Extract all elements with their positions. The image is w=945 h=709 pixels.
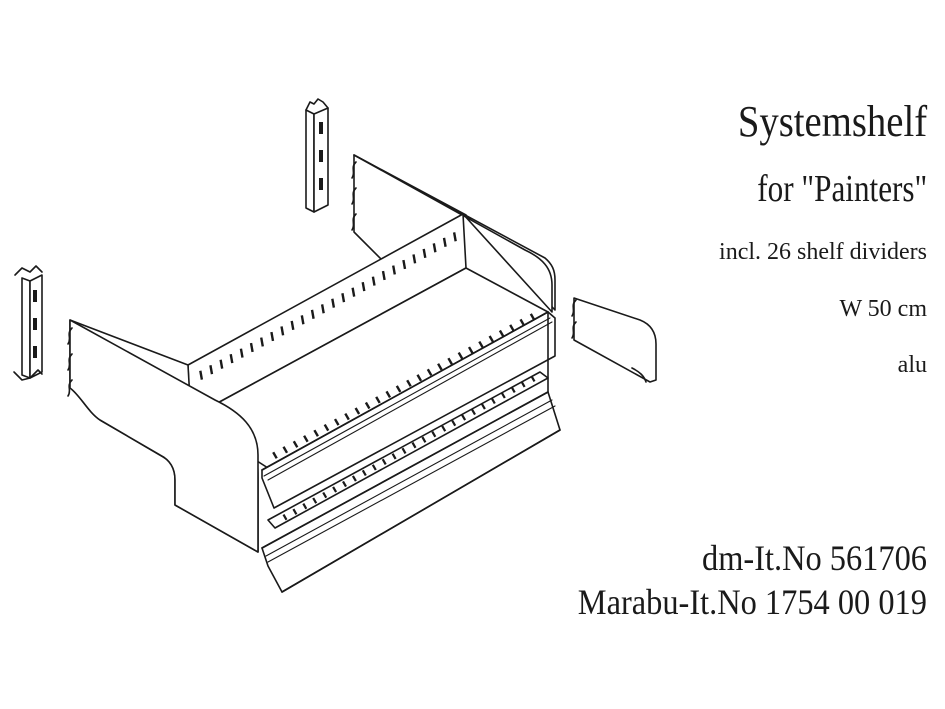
- shelf-slot: [371, 464, 377, 471]
- shelf-slot: [451, 419, 457, 427]
- shelf-divider-icon: [571, 297, 657, 383]
- shelf-slot: [260, 337, 264, 347]
- shelf-slot: [344, 412, 350, 421]
- shelf-slot: [303, 435, 309, 443]
- shelf-slot: [290, 320, 295, 331]
- shelf-slot: [498, 329, 505, 338]
- shelf-slot: [431, 431, 437, 438]
- shelf-slot: [375, 396, 381, 404]
- shelf-slot: [229, 353, 234, 364]
- shelf-slot: [412, 254, 417, 264]
- shelf-slot: [331, 298, 336, 308]
- shelf-unit-icon: [67, 154, 561, 593]
- shelf-slot: [282, 514, 288, 521]
- shelf-slot: [416, 374, 423, 382]
- shelf-slot: [361, 281, 366, 292]
- shelf-slot: [239, 348, 244, 358]
- product-subtitle: for "Painters": [757, 168, 927, 210]
- shelf-slot: [447, 357, 453, 365]
- shelf-slot: [270, 331, 275, 342]
- shelf-slot: [529, 313, 536, 321]
- shelf-slot: [421, 436, 427, 443]
- shelf-slot: [452, 232, 457, 242]
- shelf-slot: [351, 287, 356, 297]
- shelf-slot: [282, 446, 289, 454]
- shelf-slot: [322, 491, 328, 499]
- shelf-slot: [320, 304, 325, 314]
- width-text: W 50 cm: [839, 296, 927, 322]
- product-title: Systemshelf: [737, 97, 927, 146]
- material-text: alu: [897, 352, 927, 378]
- shelf-slot: [401, 447, 407, 454]
- shelf-slot: [457, 351, 464, 360]
- shelf-slot: [402, 259, 407, 270]
- shelf-slot: [361, 469, 367, 477]
- wall-rail-left-icon: [13, 265, 43, 381]
- shelf-slot: [219, 359, 224, 369]
- shelf-slot: [406, 379, 412, 387]
- shelf-slot: [510, 386, 516, 393]
- shelf-slot: [395, 385, 402, 393]
- shelf-slot: [312, 497, 318, 504]
- shelf-slot: [332, 486, 338, 493]
- shelf-slot: [341, 293, 346, 303]
- shelf-slot: [385, 390, 392, 399]
- shelf-slot: [478, 340, 484, 349]
- shelf-slot: [381, 458, 387, 465]
- shelf-slot: [313, 429, 319, 437]
- shelf-slot: [467, 346, 474, 354]
- shelf-slot: [461, 414, 467, 421]
- shelf-slot: [272, 451, 278, 459]
- shelf-slot: [520, 381, 526, 388]
- shelf-slot: [422, 248, 427, 259]
- shelf-slot: [530, 375, 536, 382]
- shelf-slot: [371, 276, 376, 286]
- shelf-slot: [411, 442, 417, 449]
- shelf-slot: [280, 326, 285, 336]
- shelf-slot: [441, 425, 447, 432]
- shelf-slot: [199, 370, 204, 380]
- shelf-slot: [310, 309, 315, 319]
- marabu-item-number: Marabu-It.No 1754 00 019: [577, 582, 927, 622]
- shelf-slot: [300, 315, 305, 325]
- shelf-slot: [354, 407, 361, 415]
- includes-text: incl. 26 shelf dividers: [719, 239, 927, 265]
- shelf-slot: [442, 237, 447, 247]
- shelf-slot: [249, 342, 254, 353]
- shelf-slot: [509, 324, 515, 332]
- shelf-slot: [519, 318, 526, 327]
- shelf-slot: [488, 335, 495, 343]
- shelf-slot: [426, 368, 433, 376]
- shelf-slot: [392, 265, 396, 275]
- shelf-slot: [432, 243, 437, 253]
- shelf-slot: [302, 503, 308, 510]
- shelf-slot: [490, 397, 496, 405]
- shelf-slot: [471, 408, 476, 416]
- dm-item-number: dm-It.No 561706: [702, 538, 927, 578]
- shelf-slot: [381, 270, 386, 281]
- shelf-slot: [323, 423, 330, 432]
- shelf-slot: [351, 475, 357, 482]
- shelf-slot: [500, 392, 506, 399]
- shelf-slot: [480, 403, 486, 410]
- shelf-slot: [391, 453, 397, 460]
- shelf-slot: [292, 440, 299, 448]
- shelf-slot: [342, 480, 347, 488]
- shelf-slot: [437, 363, 443, 371]
- shelf-slot: [364, 401, 371, 410]
- wall-rail-top-icon: [305, 98, 329, 213]
- shelf-slot: [292, 508, 298, 515]
- shelf-slot: [209, 365, 214, 375]
- shelf-slot: [333, 418, 340, 426]
